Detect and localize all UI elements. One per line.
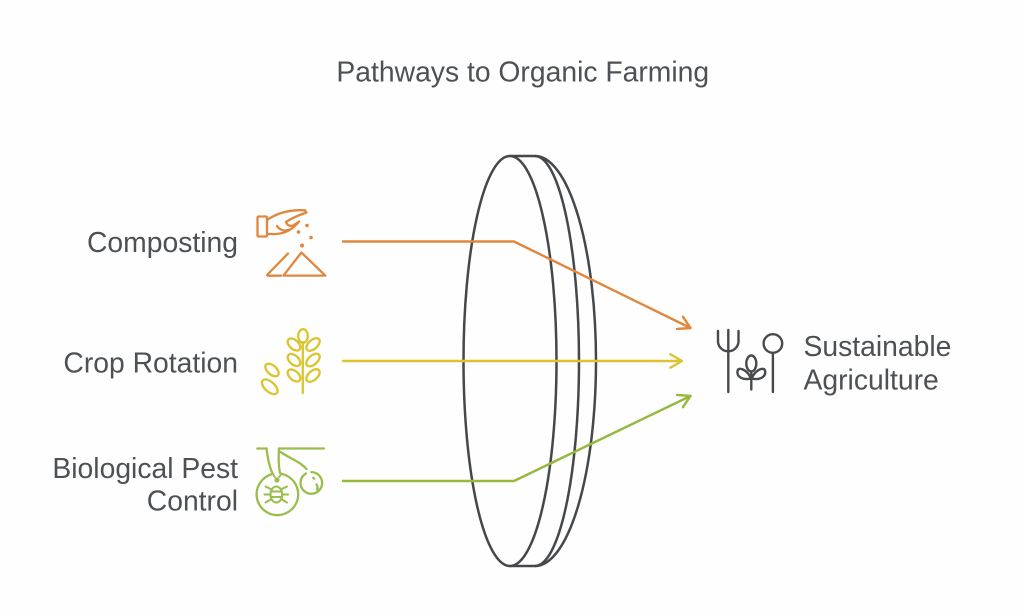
svg-text:Biological Pest: Biological Pest <box>52 452 238 484</box>
svg-text:Sustainable: Sustainable <box>804 330 952 362</box>
svg-text:Composting: Composting <box>87 226 238 258</box>
svg-text:Crop Rotation: Crop Rotation <box>63 347 238 379</box>
svg-text:Control: Control <box>147 485 238 517</box>
svg-text:Agriculture: Agriculture <box>804 364 939 396</box>
svg-text:Pathways to Organic Farming: Pathways to Organic Farming <box>336 56 709 88</box>
